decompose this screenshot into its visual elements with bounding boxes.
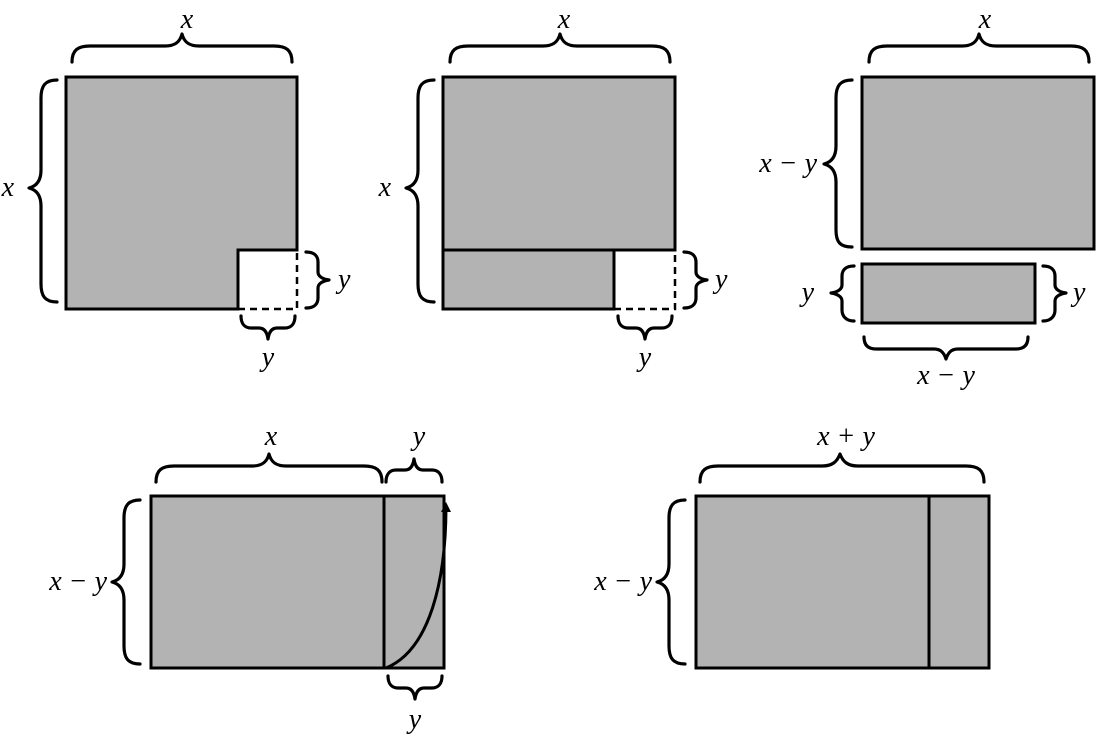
panel-4-left-brace [110,498,142,666]
panel-4-top-left-brace [154,452,384,484]
panel-2-right-brace [682,250,709,310]
panel-3-small-left-brace [829,264,856,323]
panel-2-top-brace [448,32,672,64]
panel-2-bottom-brace [616,314,674,341]
panel-3: x x − y y y x − y [758,4,1096,391]
panel-5-top-brace [698,452,986,484]
panel-4-top-right-brace [384,457,444,484]
panel-2-bottom-label: y [636,342,652,373]
panel-5-left-brace [655,498,687,666]
panel-2-right-label: y [712,264,728,295]
panel-5-top-label: x + y [816,421,875,452]
panel-2: x x y y [378,4,728,373]
panel-4-bottom-label: y [406,704,422,735]
panel-5: x + y x − y [593,421,991,670]
panel-1-top-label: x [180,4,194,35]
panel-4-top-right-label: y [410,421,426,452]
panel-1-left-label: x [1,172,15,203]
panel-1-top-brace [70,32,294,64]
panel-1-bottom-label: y [259,342,275,373]
panel-1-shaded-region [64,75,299,311]
panel-3-small-right-brace [1041,264,1068,323]
panel-2-left-label: x [378,172,392,203]
panel-2-dashed-corner [614,250,677,311]
panel-3-bottom-label: x − y [916,360,975,391]
panel-3-top-label: x [978,4,992,35]
panel-1-dashed-corner [238,250,299,311]
panel-3-small-left-label: y [799,277,815,308]
panel-1-bottom-brace [239,314,297,341]
panel-3-bottom-brace [862,335,1030,361]
panel-1-left-brace [27,78,59,304]
panel-3-small-right-label: y [1070,277,1086,308]
panel-1-right-brace [304,250,331,310]
panel-4-bottom-brace [386,674,444,701]
panel-1-right-label: y [335,264,351,295]
panel-4-left-label: x − y [48,566,107,597]
panel-3-top-rect [860,75,1096,251]
panel-2-top-label: x [557,4,571,35]
panel-2-top-rect [441,75,677,252]
panel-3-small-rect [860,262,1037,325]
panel-5-rect [694,494,991,670]
panel-5-left-label: x − y [593,566,652,597]
panel-4-top-left-label: x [264,421,278,452]
panel-1: x x y y [1,4,351,373]
panel-3-top-brace [867,32,1091,64]
panel-2-left-brace [404,78,436,304]
panel-2-bottom-strip [441,248,616,311]
panel-3-left-label: x − y [758,148,817,179]
panel-4-rotation-arrow [385,502,451,670]
panel-4: x y x − y y [48,421,451,735]
panel-4-rect [149,494,446,670]
panel-3-left-brace [822,78,854,249]
